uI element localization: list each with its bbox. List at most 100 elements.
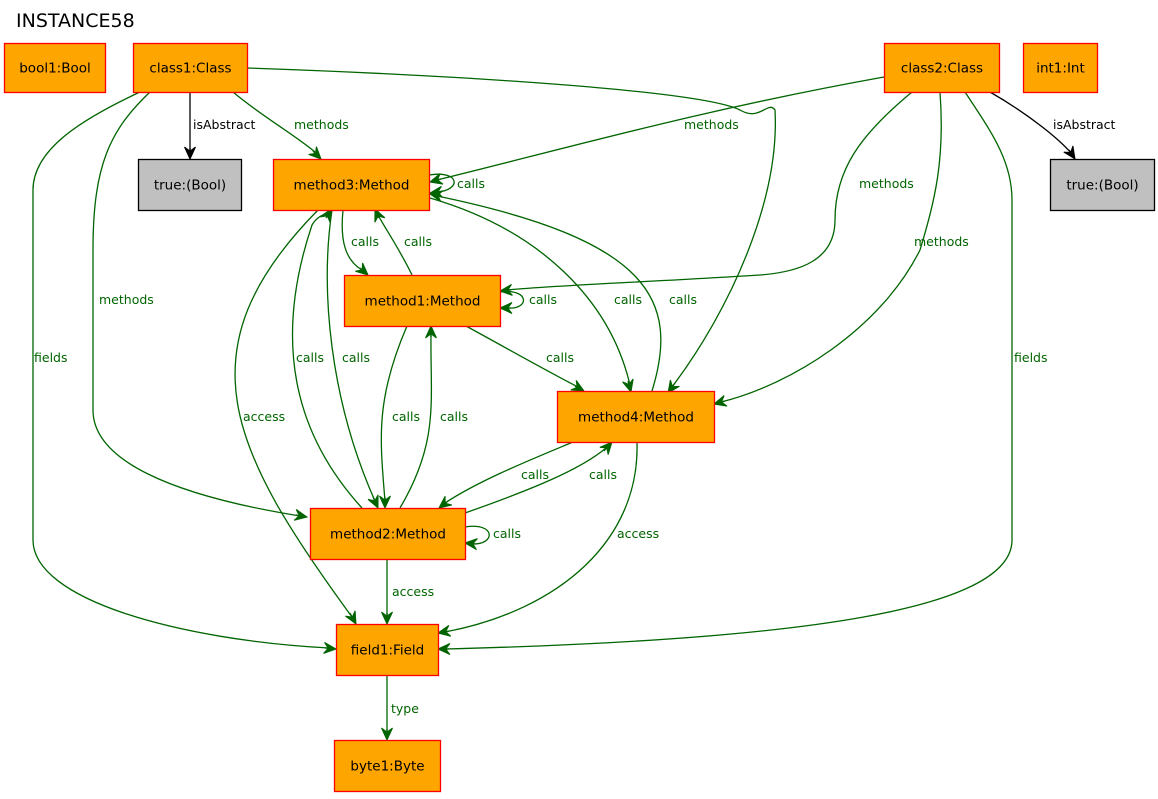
edge-label: methods [294,117,349,132]
edge-line [326,209,376,502]
arrowhead-icon [293,509,309,521]
arrowhead-icon [374,207,386,223]
edge-label: calls [296,350,324,365]
node-method1[interactable]: method1:Method [343,274,502,328]
edge-label: type [391,701,419,716]
edge-label: methods [684,117,739,132]
node-box [137,158,243,212]
node-box [1022,42,1099,94]
edge-line-end [603,447,608,452]
edge-method1-to-method3: calls [374,207,432,276]
edge-label: methods [859,176,914,191]
edge-label: calls [669,292,697,307]
node-label: class2:Class [901,61,983,77]
node-label: class1:Class [149,61,231,77]
node-box [343,274,502,328]
edge-line [464,525,490,545]
diagram-title: INSTANCE58 [16,10,135,32]
edge-line [464,447,607,514]
node-label: bool1:Bool [19,61,91,77]
edge-line [444,91,1013,650]
arrowhead-icon [379,495,391,510]
arrowhead-icon [428,173,444,185]
node-box [309,507,467,561]
edge-label: calls [493,526,521,541]
node-class1[interactable]: class1:Class [132,42,249,94]
edge-method3-to-method3: calls [428,173,485,198]
arrowhead-icon [667,379,680,394]
arrowhead-icon [428,190,444,202]
edge-line [436,76,885,181]
edge-label: calls [546,350,574,365]
edge-label: calls [392,409,420,424]
node-int1[interactable]: int1:Int [1022,42,1099,94]
edge-line [429,197,631,386]
node-box [132,42,249,94]
nodes-layer: bool1:Bool class1:Class class2:Class int1:I… [3,42,1156,793]
node-label: field1:Field [351,643,424,659]
arrowhead-icon [381,727,393,742]
node-method2[interactable]: method2:Method [309,507,467,561]
edge-class2-to-true2: isAbstract [989,91,1116,160]
arrowhead-icon [367,494,379,510]
arrowhead-icon [425,324,437,339]
node-box [1049,158,1156,212]
edge-method3-to-method4: calls [429,197,642,394]
edge-line [380,325,408,502]
edge-label: methods [99,292,154,307]
edge-line [32,91,330,649]
node-label: method2:Method [330,527,446,543]
edge-label: calls [529,292,557,307]
edge-method2-to-field1: access [381,559,434,626]
edge-method3-to-method2: calls [326,209,379,510]
edge-method2-to-method1: calls [399,324,468,509]
arrowhead-icon [498,302,513,314]
edge-label: calls [457,176,485,191]
edge-label: access [243,409,285,424]
arrowhead-icon [345,610,357,626]
edge-method2-to-method2: calls [463,525,521,550]
arrowhead-icon [355,262,369,276]
arrowhead-icon [498,284,513,296]
edge-line [436,195,662,392]
edge-line [444,441,574,504]
edge-field1-to-byte1: type [381,675,419,742]
edge-class1-to-method4 [246,67,776,394]
edge-label: fields [1014,350,1047,365]
node-method3[interactable]: method3:Method [272,158,431,212]
node-true2[interactable]: true:(Bool) [1049,158,1156,212]
edge-line [465,325,579,388]
edge-class1-to-method2: methods [92,91,309,521]
arrowhead-icon [712,395,728,407]
edge-label: calls [521,467,549,482]
edge-line [246,67,776,388]
arrowhead-icon [570,380,586,392]
edge-line [720,91,942,403]
arrowhead-icon [381,611,393,626]
node-true1[interactable]: true:(Bool) [137,158,243,212]
edge-method2-to-method4: calls [464,441,617,514]
node-bool1[interactable]: bool1:Bool [3,42,107,94]
node-method4[interactable]: method4:Method [556,390,716,444]
edge-label: calls [589,467,617,482]
edge-method1-to-method1: calls [498,290,557,314]
arrowhead-icon [184,146,196,161]
edge-class1-to-method3: methods [232,91,349,160]
node-class2[interactable]: class2:Class [883,42,1001,94]
node-box [272,158,431,212]
edge-line [428,173,455,193]
edge-label: isAbstract [1053,117,1116,132]
edge-line [506,91,913,291]
node-field1[interactable]: field1:Field [335,623,440,677]
edge-class2-to-method3: methods [428,76,885,185]
edge-method4-to-method3: calls [428,190,697,392]
arrowhead-icon [323,642,338,654]
edge-method3-to-method1: calls [341,209,379,276]
node-byte1[interactable]: byte1:Byte [333,739,442,793]
arrowhead-icon [438,496,452,509]
edge-label: access [392,584,434,599]
node-box [883,42,1001,94]
